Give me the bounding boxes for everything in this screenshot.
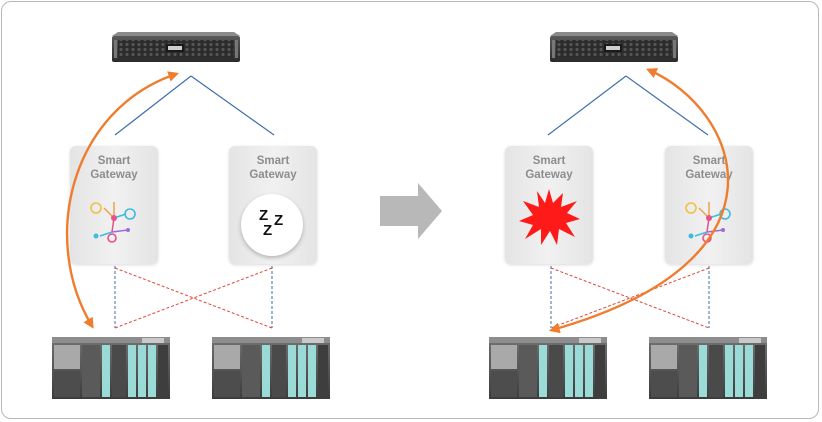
sleep-icon: Z Z Z bbox=[241, 194, 303, 256]
sleep-z-2: Z bbox=[274, 212, 284, 229]
left-server-link-a bbox=[114, 75, 192, 136]
left-plc-2-icon bbox=[212, 337, 330, 399]
gateway-label: Smart Gateway bbox=[525, 155, 573, 181]
right-gateway-1: Smart Gateway bbox=[505, 146, 593, 264]
right-server-icon bbox=[550, 32, 678, 62]
gateway-label: Smart Gateway bbox=[90, 155, 138, 181]
sleep-z-1: Z bbox=[259, 207, 269, 224]
right-gateway-2: Smart Gateway bbox=[665, 146, 753, 264]
left-gateway-1: Smart Gateway bbox=[70, 146, 158, 264]
left-server-link-b bbox=[190, 75, 275, 136]
left-plc-1-icon bbox=[52, 337, 170, 399]
sleep-z-3: Z bbox=[263, 222, 273, 239]
right-server-link-a bbox=[547, 75, 627, 136]
network-nodes-icon bbox=[90, 202, 136, 243]
left-cross-link-a bbox=[114, 267, 273, 329]
right-server-link-b bbox=[625, 75, 709, 136]
right-plc-1-icon bbox=[489, 337, 607, 399]
left-gateway-2: Smart Gateway Z Z Z bbox=[229, 146, 317, 264]
gateway-label: Smart Gateway bbox=[685, 155, 733, 181]
right-arrow-icon bbox=[380, 183, 442, 239]
gateway-label: Smart Gateway bbox=[249, 155, 297, 181]
left-server-icon bbox=[112, 32, 240, 62]
right-plc-2-icon bbox=[649, 337, 767, 399]
failure-burst-icon bbox=[519, 189, 580, 245]
network-nodes-icon bbox=[685, 202, 731, 243]
